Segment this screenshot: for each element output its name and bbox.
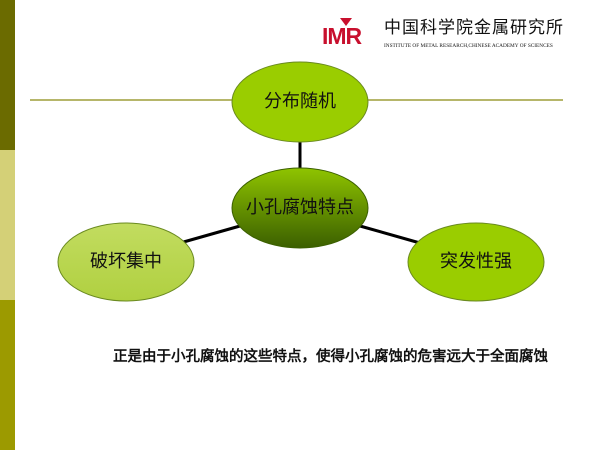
node-center: 小孔腐蚀特点	[246, 197, 354, 218]
node-top-shape	[231, 61, 369, 143]
side-bar-light	[0, 150, 15, 300]
node-left: 破坏集中	[90, 251, 162, 272]
node-top: 分布随机	[264, 91, 336, 112]
caption: 正是由于小孔腐蚀的这些特点，使得小孔腐蚀的危害远大于全面腐蚀	[113, 349, 548, 365]
node-right: 突发性强	[440, 251, 512, 272]
connector-right	[359, 224, 421, 245]
node-right-shape	[407, 222, 545, 302]
imr-logo: IMR 中国科学院金属研究所 INSTITUTE OF METAL RESEAR…	[322, 18, 600, 52]
side-bar-dark	[0, 0, 15, 150]
logo-abbr: IMR	[322, 23, 362, 49]
connector-left	[179, 224, 241, 245]
logo-chinese-name: 中国科学院金属研究所	[384, 18, 564, 38]
logo-english-name: INSTITUTE OF METAL RESEARCH,CHINESE ACAD…	[384, 43, 553, 49]
logo-triangle-icon	[340, 18, 352, 26]
side-bar-olive	[0, 300, 15, 450]
node-left-shape	[57, 222, 195, 302]
node-center-shape	[231, 167, 369, 249]
